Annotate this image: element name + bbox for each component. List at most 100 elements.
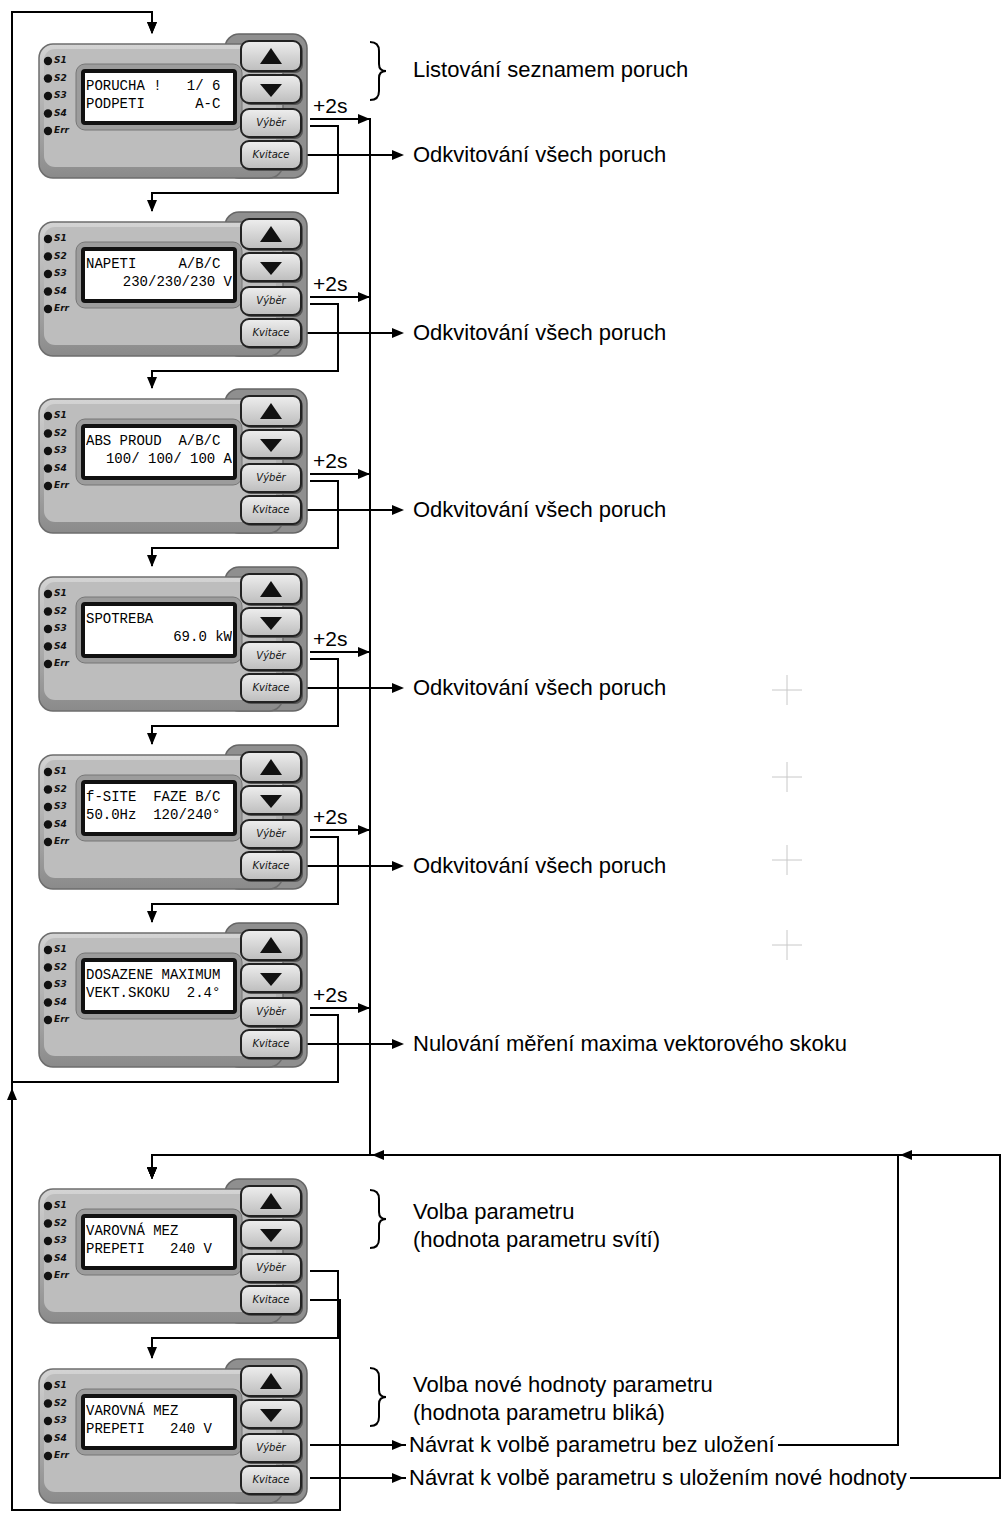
led-label: S1 bbox=[54, 55, 67, 66]
lcd-display: PORUCHA ! 1/ 6PODPETI A-C bbox=[86, 77, 232, 119]
led-label: S4 bbox=[54, 1433, 67, 1444]
led-label: S4 bbox=[54, 286, 67, 297]
button-label: Kvitace bbox=[241, 1038, 301, 1050]
button-label: Kvitace bbox=[241, 682, 301, 694]
lcd-line: VAROVNÁ MEZ bbox=[86, 1402, 232, 1420]
lcd-line: ABS PROUD A/B/C bbox=[86, 432, 232, 450]
led-label: S4 bbox=[54, 641, 67, 652]
annotation-label: Odkvitování všech poruch bbox=[410, 142, 669, 168]
led-label: Err bbox=[54, 125, 69, 136]
device-panel: S1S2S3S4Err VýběrKvitace ABS PROUD A/B/C10… bbox=[38, 388, 310, 534]
lcd-line: 50.0Hz 120/240° bbox=[86, 806, 232, 824]
led-label: S1 bbox=[54, 1200, 67, 1211]
lcd-line: 69.0 kW bbox=[86, 628, 232, 646]
annotation-label: (hodnota parametru bliká) bbox=[410, 1400, 668, 1426]
led-label: S1 bbox=[54, 410, 67, 421]
led-label: Err bbox=[54, 480, 69, 491]
led-label: S2 bbox=[54, 251, 67, 262]
button-label: Výběr bbox=[241, 1262, 301, 1274]
lcd-line: NAPETI A/B/C bbox=[86, 255, 232, 273]
led-label: S2 bbox=[54, 962, 67, 973]
annotation-label: (hodnota parametru svítí) bbox=[410, 1227, 663, 1253]
lcd-display: f-SITE FAZE B/C50.0Hz 120/240° bbox=[86, 788, 232, 830]
button-label: Výběr bbox=[241, 1442, 301, 1454]
device-panel: S1S2S3S4ErrVýběrKvitaceDOSAZENE MAXIMUMV… bbox=[38, 922, 310, 1068]
led-label: Err bbox=[54, 303, 69, 314]
button-label: Výběr bbox=[241, 295, 301, 307]
lcd-line: PREPETI 240 V bbox=[86, 1420, 232, 1438]
led-label: S4 bbox=[54, 819, 67, 830]
lcd-line: PORUCHA ! 1/ 6 bbox=[86, 77, 232, 95]
lcd-display: VAROVNÁ MEZPREPETI 240 V bbox=[86, 1402, 232, 1444]
button-label: Kvitace bbox=[241, 327, 301, 339]
kvitace-leaders bbox=[300, 155, 394, 1044]
lcd-line: VEKT.SKOKU 2.4° bbox=[86, 984, 232, 1002]
flow-connector bbox=[12, 12, 338, 1082]
annotation-label: Odkvitování všech poruch bbox=[410, 497, 669, 523]
led-label: S3 bbox=[54, 801, 67, 812]
lcd-display: ABS PROUD A/B/C100/ 100/ 100 A bbox=[86, 432, 232, 474]
lcd-line: 230/230/230 V bbox=[86, 273, 232, 291]
button-label: Výběr bbox=[241, 650, 301, 662]
annotation-label: Odkvitování všech poruch bbox=[410, 675, 669, 701]
lcd-line: 100/ 100/ 100 A bbox=[86, 450, 232, 468]
lcd-display: SPOTREBA69.0 kW bbox=[86, 610, 232, 652]
led-label: S2 bbox=[54, 606, 67, 617]
led-label: S1 bbox=[54, 588, 67, 599]
braces bbox=[370, 42, 386, 1426]
annotation-label: Odkvitování všech poruch bbox=[410, 853, 669, 879]
device-panel: S1S2S3S4ErrVýběrKvitaceNAPETI A/B/C230/2… bbox=[38, 211, 310, 357]
led-label: S3 bbox=[54, 623, 67, 634]
led-label: Err bbox=[54, 836, 69, 847]
annotation-label: Volba parametru bbox=[410, 1199, 577, 1225]
led-label: S3 bbox=[54, 1415, 67, 1426]
led-label: S1 bbox=[54, 766, 67, 777]
led-label: Err bbox=[54, 1450, 69, 1461]
led-label: S4 bbox=[54, 997, 67, 1008]
button-label: Výběr bbox=[241, 472, 301, 484]
button-label: Výběr bbox=[241, 828, 301, 840]
button-label: Výběr bbox=[241, 117, 301, 129]
arrowheads bbox=[7, 114, 912, 1483]
lcd-display: DOSAZENE MAXIMUMVEKT.SKOKU 2.4° bbox=[86, 966, 232, 1008]
annotation-label: Volba nové hodnoty parametru bbox=[410, 1372, 716, 1398]
led-label: S2 bbox=[54, 1398, 67, 1409]
led-label: Err bbox=[54, 1270, 69, 1281]
led-label: S4 bbox=[54, 1253, 67, 1264]
edge-label: +2s bbox=[312, 273, 348, 295]
edge-label: +2s bbox=[312, 450, 348, 472]
led-label: Err bbox=[54, 1014, 69, 1025]
lcd-line: f-SITE FAZE B/C bbox=[86, 788, 232, 806]
led-label: S2 bbox=[54, 73, 67, 84]
led-label: S2 bbox=[54, 428, 67, 439]
led-label: S1 bbox=[54, 944, 67, 955]
led-label: S2 bbox=[54, 1218, 67, 1229]
lcd-line: PREPETI 240 V bbox=[86, 1240, 232, 1258]
led-label: S3 bbox=[54, 1235, 67, 1246]
device-panel: S1S2S3S4Err VýběrKvitace PORUCHA ! 1/ 6POD… bbox=[38, 33, 310, 179]
led-label: S4 bbox=[54, 463, 67, 474]
lcd-line: PODPETI A-C bbox=[86, 95, 232, 113]
led-label: S3 bbox=[54, 979, 67, 990]
annotation-label: Odkvitování všech poruch bbox=[410, 320, 669, 346]
annotation-label: Návrat k volbě parametru bez uložení bbox=[406, 1432, 778, 1458]
device-panel: S1S2S3S4ErrVýběrKvitaceVAROVNÁ MEZPREPET… bbox=[38, 1178, 310, 1324]
led-label: S3 bbox=[54, 90, 67, 101]
led-label: S3 bbox=[54, 445, 67, 456]
button-label: Kvitace bbox=[241, 149, 301, 161]
led-label: S2 bbox=[54, 784, 67, 795]
annotation-label: Návrat k volbě parametru s uložením nové… bbox=[406, 1465, 910, 1491]
annotation-label: Nulování měření maxima vektorového skoku bbox=[410, 1031, 850, 1057]
led-label: S1 bbox=[54, 1380, 67, 1391]
button-label: Kvitace bbox=[241, 1294, 301, 1306]
edge-label: +2s bbox=[312, 628, 348, 650]
button-label: Kvitace bbox=[241, 1474, 301, 1486]
lcd-line: DOSAZENE MAXIMUM bbox=[86, 966, 232, 984]
edge-label: +2s bbox=[312, 95, 348, 117]
edge-label: +2s bbox=[312, 984, 348, 1006]
flow-connector bbox=[152, 652, 370, 1178]
led-label: S1 bbox=[54, 233, 67, 244]
button-label: Kvitace bbox=[241, 504, 301, 516]
device-panel: S1S2S3S4ErrVýběrKvitaceSPOTREBA69.0 kW bbox=[38, 566, 310, 712]
led-label: S4 bbox=[54, 108, 67, 119]
